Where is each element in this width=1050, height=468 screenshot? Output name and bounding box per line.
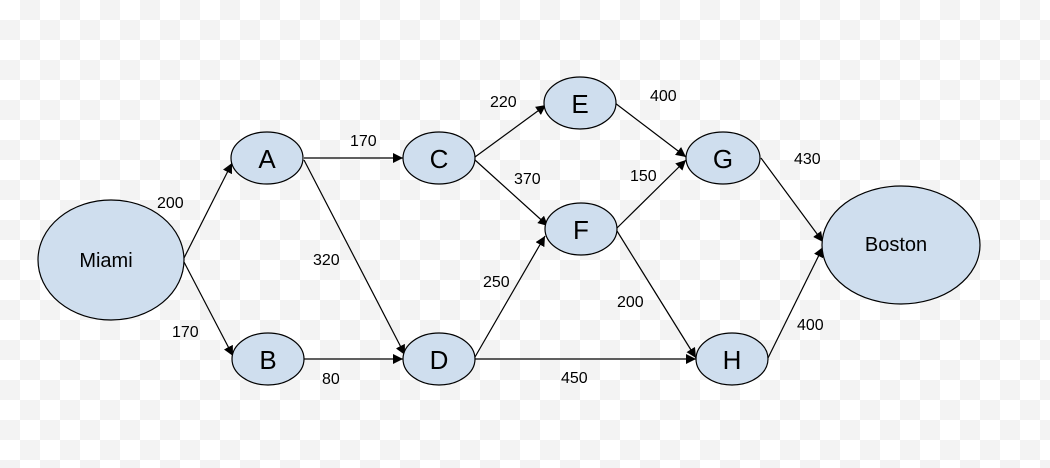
edge-c-f <box>474 159 549 227</box>
node-label-d: D <box>430 345 449 375</box>
label-d-f: 250 <box>483 274 510 291</box>
label-a-d: 320 <box>313 252 340 269</box>
edge-e-g <box>614 102 687 158</box>
edge-d-f <box>474 235 546 358</box>
label-e-g: 400 <box>650 88 677 105</box>
edge-h-boston <box>767 246 824 359</box>
label-c-e: 220 <box>490 94 517 111</box>
label-f-h: 200 <box>617 294 644 311</box>
node-label-e: E <box>571 89 588 119</box>
edge-labels: 200 170 170 320 80 220 370 250 450 400 1… <box>157 88 824 388</box>
node-label-miami: Miami <box>79 250 132 272</box>
node-label-f: F <box>573 215 589 245</box>
label-miami-b: 170 <box>172 324 199 341</box>
node-label-boston: Boston <box>865 234 927 256</box>
edge-g-boston <box>760 157 824 243</box>
node-boston: Boston <box>821 185 981 305</box>
label-c-f: 370 <box>514 171 541 188</box>
edge-miami-a <box>183 162 233 259</box>
label-h-boston: 400 <box>797 317 824 334</box>
edge-c-e <box>474 104 547 158</box>
node-label-h: H <box>723 345 742 375</box>
node-f: F <box>544 202 618 256</box>
edge-miami-b <box>183 261 234 357</box>
edge-f-g <box>616 159 687 229</box>
node-g: G <box>685 131 761 185</box>
edge-f-h <box>616 230 697 359</box>
label-b-d: 80 <box>322 371 340 388</box>
node-label-g: G <box>713 144 733 174</box>
node-d: D <box>402 332 476 386</box>
label-f-g: 150 <box>630 168 657 185</box>
node-e: E <box>543 76 617 130</box>
edges <box>183 102 824 364</box>
node-label-a: A <box>258 144 276 174</box>
label-miami-a: 200 <box>157 195 184 212</box>
label-d-h: 450 <box>561 370 588 387</box>
label-g-boston: 430 <box>794 151 821 168</box>
node-miami: Miami <box>37 199 185 321</box>
node-c: C <box>402 131 476 185</box>
node-b: B <box>231 332 305 386</box>
node-label-c: C <box>430 144 449 174</box>
node-a: A <box>230 131 304 185</box>
node-h: H <box>695 332 769 386</box>
label-a-c: 170 <box>350 133 377 150</box>
node-label-b: B <box>259 345 276 375</box>
edge-a-d <box>303 159 406 356</box>
